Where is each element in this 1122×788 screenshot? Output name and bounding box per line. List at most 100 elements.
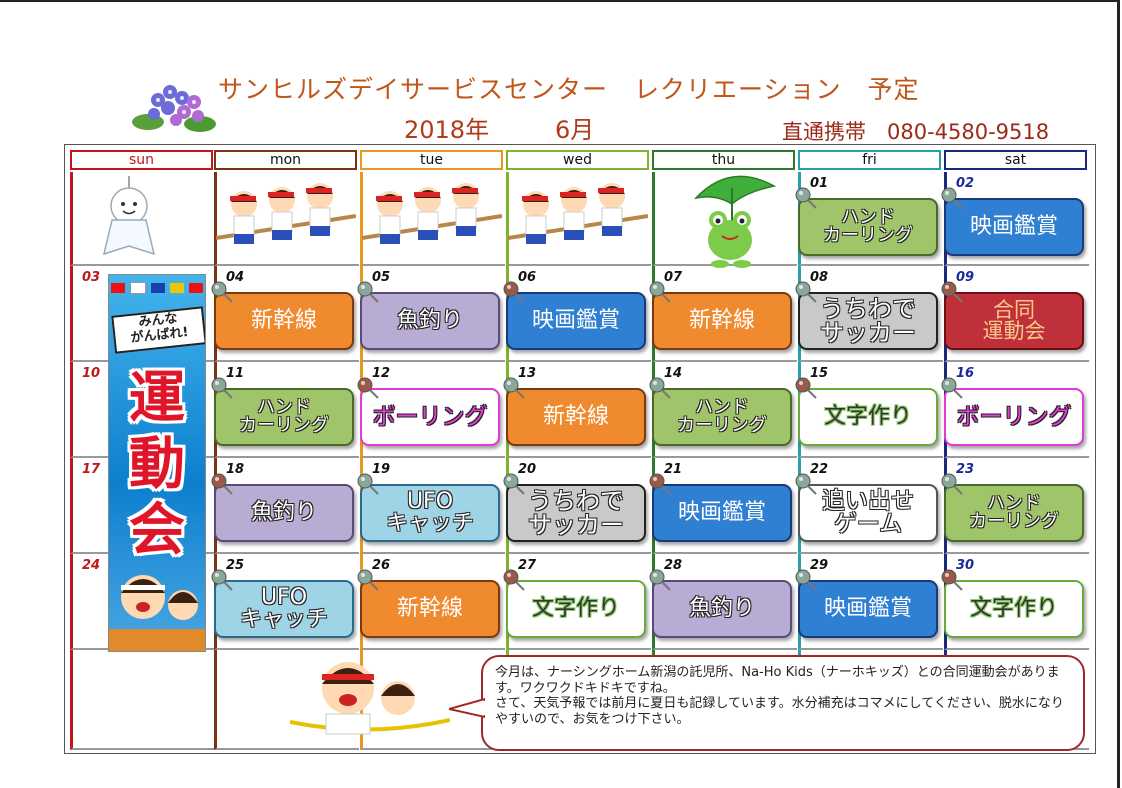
message-line-1: 今月は、ナーシングホーム新潟の託児所、Na-Ho Kids（ナーホキッズ）との合… bbox=[495, 665, 1060, 696]
event-d22[interactable]: 追い出せ ゲーム bbox=[798, 484, 938, 542]
page-top-border bbox=[0, 0, 1120, 2]
event-d27[interactable]: 文字作り bbox=[506, 580, 646, 638]
calendar-cell bbox=[360, 172, 505, 266]
speech-tail bbox=[449, 697, 485, 719]
calendar-frame bbox=[64, 144, 1096, 754]
event-label: UFO キャッチ bbox=[239, 585, 328, 632]
push-pin-icon bbox=[211, 281, 233, 303]
event-label: ハンド カーリング bbox=[677, 397, 767, 436]
event-label: 文字作り bbox=[969, 596, 1058, 621]
day-header-wed: wed bbox=[506, 150, 649, 170]
push-pin-icon bbox=[941, 473, 963, 495]
year-label: 2018年 bbox=[404, 116, 490, 144]
event-d28[interactable]: 魚釣り bbox=[652, 580, 792, 638]
event-d19[interactable]: UFO キャッチ bbox=[360, 484, 500, 542]
push-pin-icon bbox=[649, 569, 671, 591]
event-d13[interactable]: 新幹線 bbox=[506, 388, 646, 446]
push-pin-icon bbox=[795, 377, 817, 399]
event-d02[interactable]: 映画鑑賞 bbox=[944, 198, 1084, 256]
date-number: 26 bbox=[372, 558, 391, 573]
event-label: 追い出せ ゲーム bbox=[822, 488, 914, 537]
event-d30[interactable]: 文字作り bbox=[944, 580, 1084, 638]
push-pin-icon bbox=[795, 187, 817, 209]
push-pin-icon bbox=[795, 569, 817, 591]
event-label: 魚釣り bbox=[396, 308, 463, 333]
date-number: 07 bbox=[664, 270, 683, 285]
day-header-sun: sun bbox=[70, 150, 213, 170]
date-number: 11 bbox=[226, 366, 245, 381]
push-pin-icon bbox=[211, 569, 233, 591]
date-number: 21 bbox=[664, 462, 683, 477]
frog-with-leaf-icon bbox=[693, 175, 777, 268]
month-label: 6月 bbox=[555, 116, 595, 144]
date-number: 13 bbox=[518, 366, 537, 381]
date-number: 02 bbox=[956, 176, 975, 191]
event-d06[interactable]: 映画鑑賞 bbox=[506, 292, 646, 350]
event-label: ボーリング bbox=[372, 403, 488, 430]
day-header-thu: thu bbox=[652, 150, 795, 170]
event-d08[interactable]: うちわで サッカー bbox=[798, 292, 938, 350]
date-number: 27 bbox=[518, 558, 537, 573]
hydrangea-icon bbox=[132, 85, 216, 132]
calendar-cell bbox=[214, 172, 359, 266]
event-label: うちわで サッカー bbox=[820, 295, 916, 347]
event-d20[interactable]: うちわで サッカー bbox=[506, 484, 646, 542]
event-label: 映画鑑賞 bbox=[677, 500, 766, 525]
event-d21[interactable]: 映画鑑賞 bbox=[652, 484, 792, 542]
event-label: 新幹線 bbox=[542, 404, 609, 429]
push-pin-icon bbox=[941, 187, 963, 209]
event-d25[interactable]: UFO キャッチ bbox=[214, 580, 354, 638]
phone-number: 直通携帯 080-4580-9518 bbox=[782, 120, 1050, 144]
day-header-tue: tue bbox=[360, 150, 503, 170]
event-d11[interactable]: ハンド カーリング bbox=[214, 388, 354, 446]
push-pin-icon bbox=[941, 569, 963, 591]
sports-day-banner-icon: みんな がんばれ! 運 動 会 bbox=[108, 274, 206, 652]
tug-of-war-children-icon bbox=[216, 183, 356, 244]
push-pin-icon bbox=[941, 377, 963, 399]
date-number: 29 bbox=[810, 558, 829, 573]
event-d09[interactable]: 合同 運動会 bbox=[944, 292, 1084, 350]
push-pin-icon bbox=[649, 377, 671, 399]
push-pin-icon bbox=[649, 473, 671, 495]
push-pin-icon bbox=[649, 281, 671, 303]
date-number: 03 bbox=[82, 270, 101, 285]
date-number: 17 bbox=[82, 462, 101, 477]
event-label: 映画鑑賞 bbox=[969, 214, 1058, 239]
page-right-border bbox=[1117, 0, 1120, 788]
event-d05[interactable]: 魚釣り bbox=[360, 292, 500, 350]
event-d18[interactable]: 魚釣り bbox=[214, 484, 354, 542]
event-label: 新幹線 bbox=[396, 596, 463, 621]
push-pin-icon bbox=[503, 281, 525, 303]
date-number: 16 bbox=[956, 366, 975, 381]
date-number: 28 bbox=[664, 558, 683, 573]
date-number: 24 bbox=[82, 558, 101, 573]
event-label: 文字作り bbox=[531, 596, 620, 621]
calendar-cell bbox=[506, 172, 651, 266]
event-d04[interactable]: 新幹線 bbox=[214, 292, 354, 350]
event-label: 新幹線 bbox=[688, 308, 755, 333]
event-d07[interactable]: 新幹線 bbox=[652, 292, 792, 350]
event-d29[interactable]: 映画鑑賞 bbox=[798, 580, 938, 638]
calendar-cell bbox=[214, 650, 359, 750]
page-title: サンヒルズデイサービスセンター レクリエーション 予定 bbox=[218, 75, 920, 104]
push-pin-icon bbox=[503, 377, 525, 399]
date-number: 20 bbox=[518, 462, 537, 477]
message-line-2: さて、天気予報では前月に夏日も記録しています。水分補充はコマメにしてください、脱… bbox=[495, 696, 1064, 727]
calendar-cell bbox=[70, 172, 215, 266]
event-d14[interactable]: ハンド カーリング bbox=[652, 388, 792, 446]
date-number: 09 bbox=[956, 270, 975, 285]
event-d12[interactable]: ボーリング bbox=[360, 388, 500, 446]
running-children-icon bbox=[290, 662, 450, 735]
event-d26[interactable]: 新幹線 bbox=[360, 580, 500, 638]
event-label: ボーリング bbox=[956, 403, 1072, 430]
push-pin-icon bbox=[211, 377, 233, 399]
event-label: 魚釣り bbox=[250, 500, 317, 525]
event-d23[interactable]: ハンド カーリング bbox=[944, 484, 1084, 542]
banner-kanji-3: 会 bbox=[129, 498, 185, 563]
event-d16[interactable]: ボーリング bbox=[944, 388, 1084, 446]
event-d01[interactable]: ハンド カーリング bbox=[798, 198, 938, 256]
event-d15[interactable]: 文字作り bbox=[798, 388, 938, 446]
date-number: 06 bbox=[518, 270, 537, 285]
banner-kanji-1: 運 bbox=[129, 366, 185, 431]
date-number: 12 bbox=[372, 366, 391, 381]
